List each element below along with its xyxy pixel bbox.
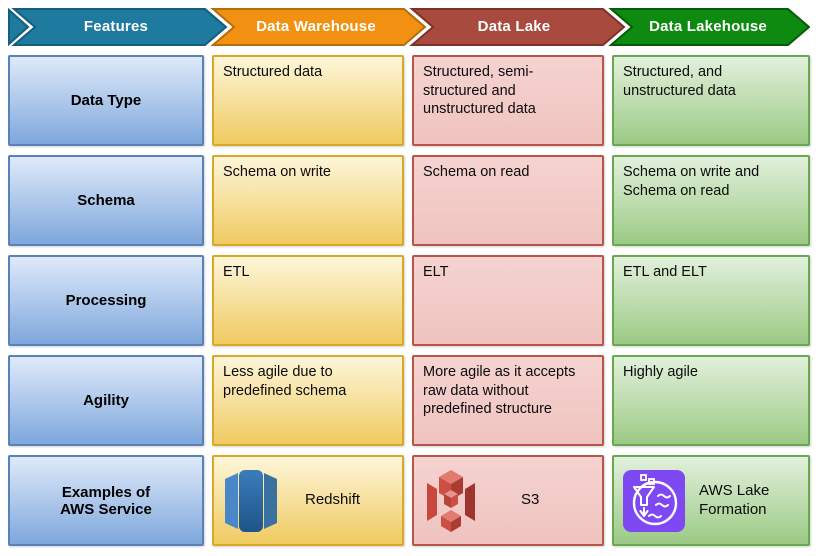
lake-formation-icon — [623, 469, 685, 532]
warehouse-service-cell: Redshift — [212, 455, 404, 546]
header-arrows-graphic — [8, 8, 810, 46]
feature-label-agility: Agility — [8, 355, 204, 446]
lake-agility-cell: More agile as it accepts raw data withou… — [412, 355, 604, 446]
feature-label-processing: Processing — [8, 255, 204, 346]
feature-label-aws-examples: Examples of AWS Service — [8, 455, 204, 546]
features-left-chevron-icon — [8, 8, 30, 46]
data-lake-arrow-shape — [409, 8, 626, 46]
comparison-table: Features Data Warehouse Data Lake Data L… — [8, 8, 810, 546]
lakehouse-processing-cell: ETL and ELT — [612, 255, 810, 346]
lake-data-type-cell: Structured, semi-structured and unstruct… — [412, 55, 604, 146]
column-header-data-lake: Data Lake — [477, 18, 551, 35]
feature-label-data-type: Data Type — [8, 55, 204, 146]
lakehouse-service-cell: AWS Lake Formation — [612, 455, 810, 546]
data-warehouse-arrow-shape — [210, 8, 427, 46]
service-name-redshift: Redshift — [305, 491, 361, 509]
feature-label-schema: Schema — [8, 155, 204, 246]
column-header-features: Features — [83, 18, 149, 35]
lakehouse-agility-cell: Highly agile — [612, 355, 810, 446]
lake-schema-cell: Schema on read — [412, 155, 604, 246]
warehouse-schema-cell: Schema on write — [212, 155, 404, 246]
s3-icon — [427, 469, 475, 532]
column-header-data-warehouse: Data Warehouse — [256, 18, 376, 35]
redshift-icon — [225, 469, 277, 532]
column-header-data-lakehouse: Data Lakehouse — [649, 18, 767, 35]
lakehouse-schema-cell: Schema on write and Schema on read — [612, 155, 810, 246]
warehouse-agility-cell: Less agile due to predefined schema — [212, 355, 404, 446]
warehouse-processing-cell: ETL — [212, 255, 404, 346]
features-arrow-shape — [11, 8, 228, 46]
lakehouse-data-type-cell: Structured, and unstructured data — [612, 55, 810, 146]
service-name-s3: S3 — [521, 491, 540, 509]
comparison-grid: Data Type Structured data Structured, se… — [8, 55, 810, 546]
warehouse-data-type-cell: Structured data — [212, 55, 404, 146]
lake-processing-cell: ELT — [412, 255, 604, 346]
header-row: Features Data Warehouse Data Lake Data L… — [8, 8, 810, 46]
lake-service-cell: S3 — [412, 455, 604, 546]
data-lakehouse-arrow-shape — [608, 8, 810, 46]
service-name-lake-formation: AWS Lake Formation — [699, 481, 770, 518]
